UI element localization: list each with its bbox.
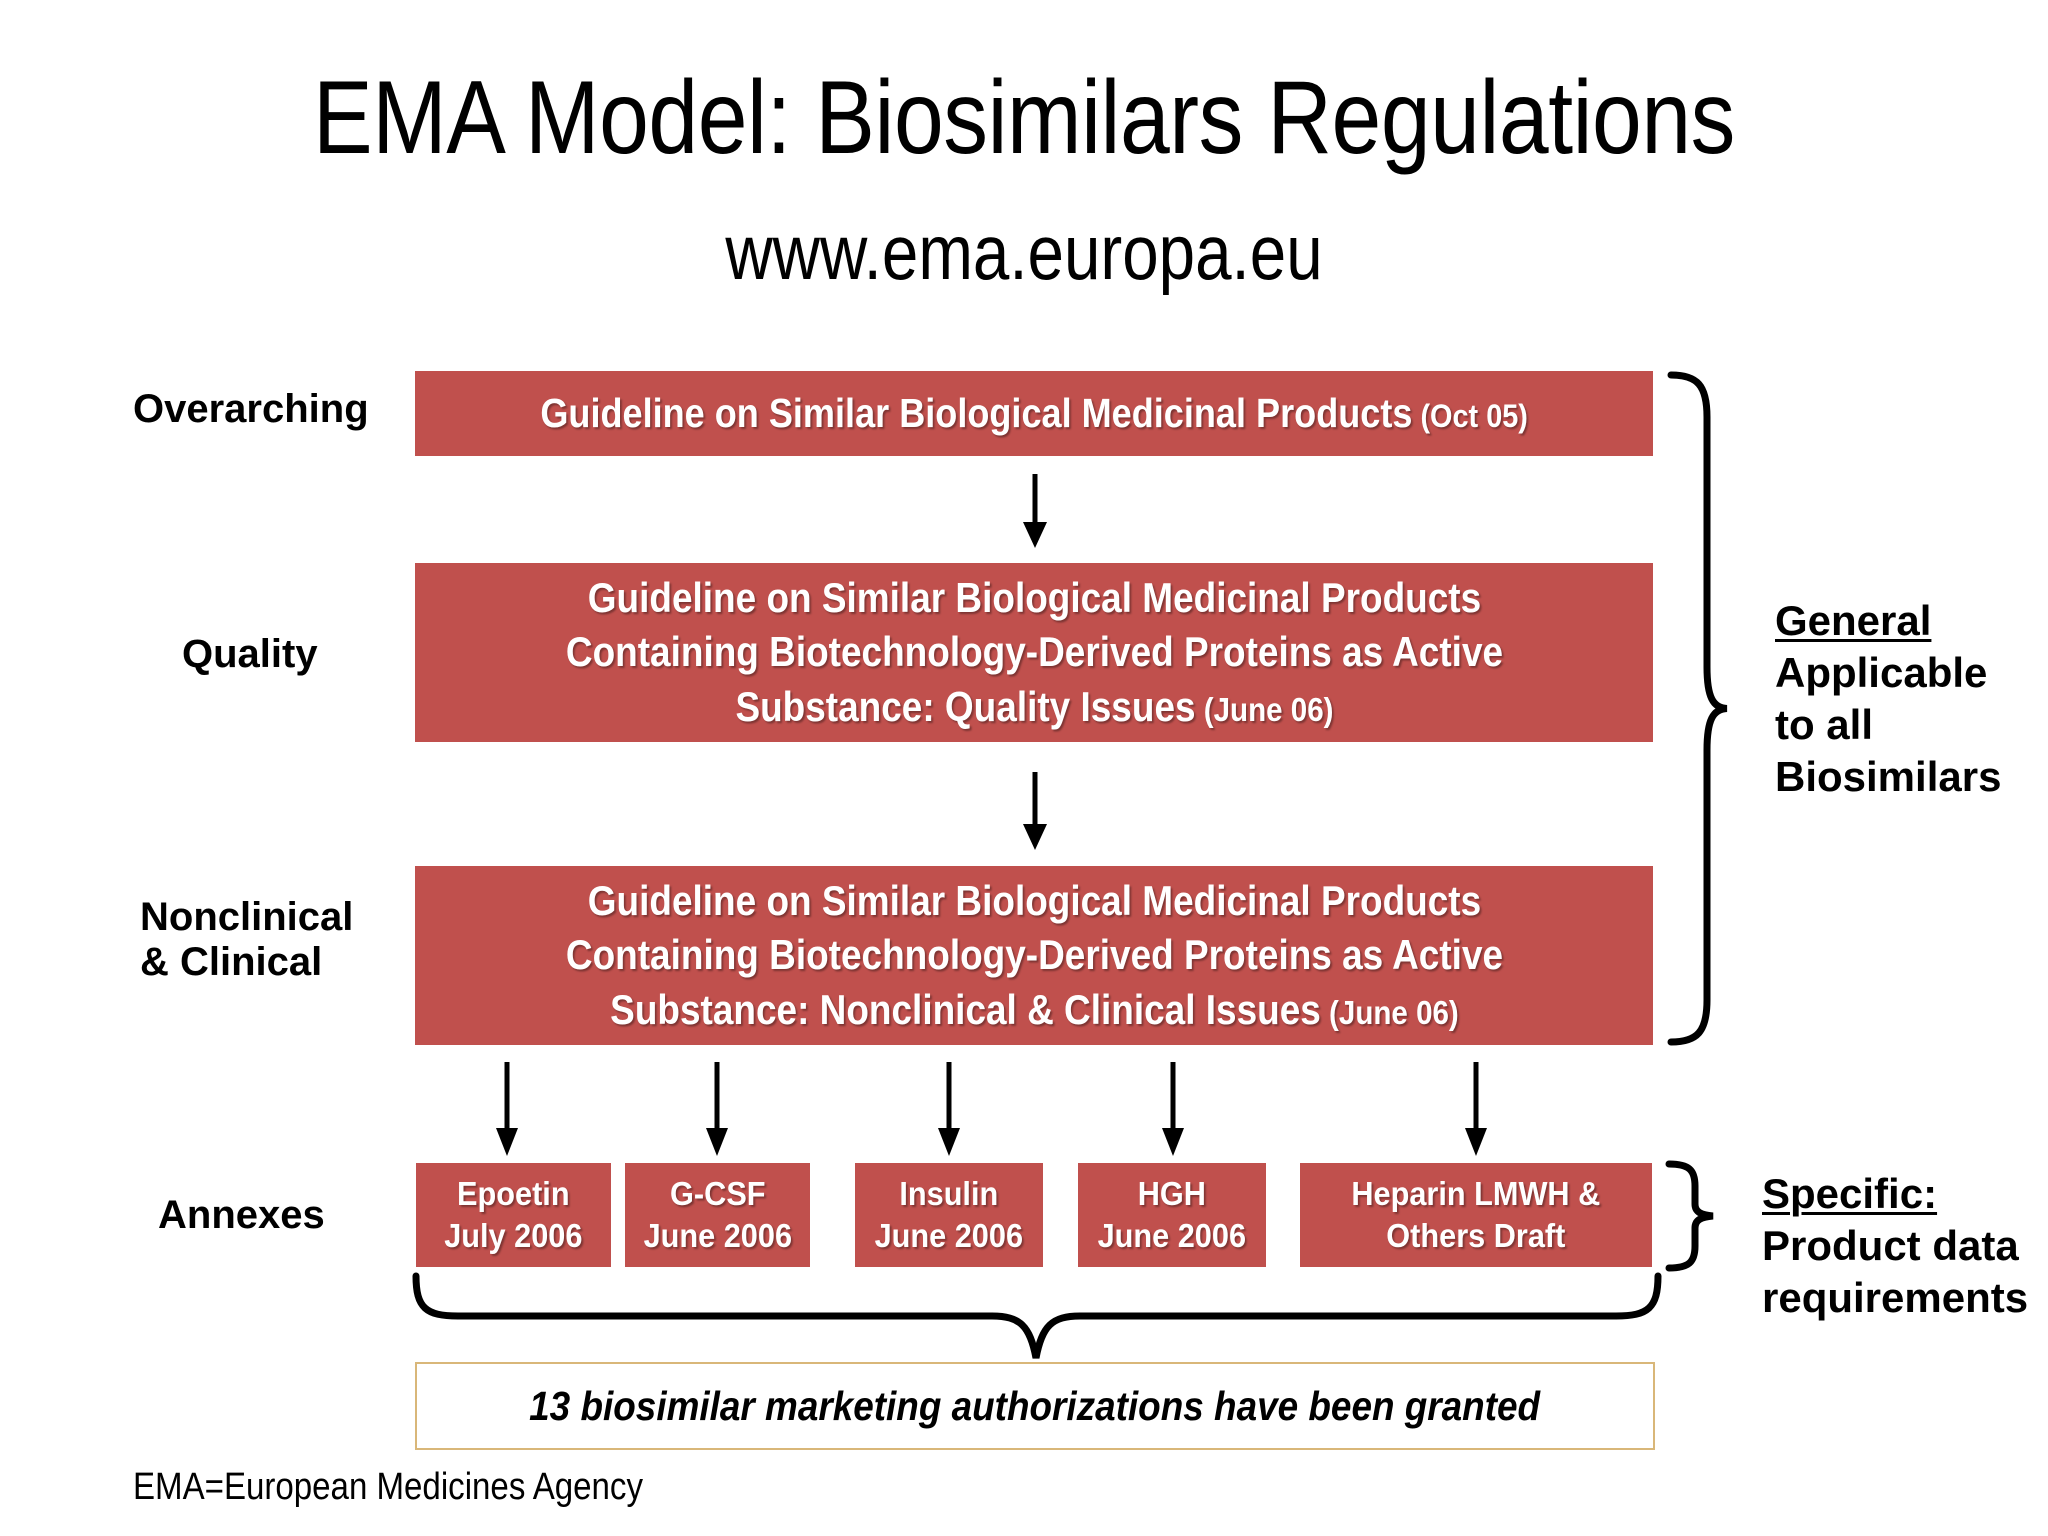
nonclinical-date: (June 06) [1320,994,1459,1032]
guideline-box-quality[interactable]: Guideline on Similar Biological Medicina… [415,563,1653,742]
right-curly-brace-icon-specific [1663,1160,1719,1272]
overarching-line1: Guideline on Similar Biological Medicina… [540,389,1413,436]
guideline-box-nonclinical-text: Guideline on Similar Biological Medicina… [565,874,1502,1038]
annotation-general: General Applicable to all Biosimilars [1775,595,2001,803]
down-arrow-icon-overarching-to-quality [1017,474,1053,550]
quality-line2: Containing Biotechnology-Derived Protein… [565,628,1503,676]
down-arrow-icon-quality-to-nonclinical [1017,772,1053,852]
guideline-box-overarching[interactable]: Guideline on Similar Biological Medicina… [415,371,1653,456]
quality-line3-wrap: Substance: Quality Issues (June 06) [565,680,1502,735]
nonclinical-line3: Substance: Nonclinical & Clinical Issues [609,985,1321,1033]
annex-box-gcsf-text: G-CSF June 2006 [643,1173,791,1256]
quality-line3: Substance: Quality Issues [734,682,1196,730]
guideline-box-nonclinical-clinical[interactable]: Guideline on Similar Biological Medicina… [415,866,1653,1045]
right-curly-brace-icon-general [1663,371,1733,1046]
down-arrow-icon-annex-heparin [1459,1062,1493,1158]
annotation-specific-heading: Specific: [1762,1168,2028,1220]
annex-box-hgh-text: HGH June 2006 [1098,1173,1246,1256]
row-label-annexes: Annexes [158,1193,325,1237]
row-label-nonclinical-line1: Nonclinical [140,895,354,939]
down-arrow-icon-annex-hgh [1156,1062,1190,1158]
annex-box-insulin[interactable]: Insulin June 2006 [855,1163,1043,1267]
down-arrow-icon-annex-insulin [932,1062,966,1158]
row-label-quality: Quality [182,632,318,676]
annotation-specific-line1: Product data [1762,1222,2019,1270]
annex-box-hgh[interactable]: HGH June 2006 [1078,1163,1266,1267]
annotation-general-heading-text: General [1775,597,1932,644]
footnote-abbreviation: EMA=European Medicines Agency [133,1466,643,1508]
page-subtitle-url: www.ema.europa.eu [725,208,1323,296]
annex-box-gcsf[interactable]: G-CSF June 2006 [625,1163,810,1267]
annex-hgh-name: HGH [1137,1175,1207,1213]
annex-box-heparin[interactable]: Heparin LMWH & Others Draft [1300,1163,1652,1267]
row-label-nonclinical-line2: & Clinical [140,939,323,984]
annex-heparin-date: Others Draft [1386,1217,1566,1254]
annotation-specific-heading-text: Specific: [1762,1170,1938,1217]
nonclinical-line1: Guideline on Similar Biological Medicina… [587,876,1481,924]
annex-heparin-name: Heparin LMWH & [1351,1175,1601,1213]
annex-gcsf-date: June 2006 [643,1217,792,1254]
quality-line1: Guideline on Similar Biological Medicina… [587,573,1481,621]
down-arrow-icon-annex-epoetin [490,1062,524,1158]
row-label-nonclinical-clinical: Nonclinical & Clinical [140,895,353,985]
annex-hgh-date: June 2006 [1097,1217,1247,1254]
annex-epoetin-date: July 2006 [444,1217,583,1254]
annotation-specific-line2: requirements [1762,1274,2029,1322]
annex-insulin-name: Insulin [899,1175,999,1213]
annex-box-epoetin[interactable]: Epoetin July 2006 [416,1163,611,1267]
quality-date: (June 06) [1195,691,1334,729]
down-curly-brace-icon-annexes-summary [412,1272,1662,1364]
annotation-general-line2: to all [1775,701,1874,749]
page-title: EMA Model: Biosimilars Regulations [313,60,1735,176]
summary-callout-text: 13 biosimilar marketing authorizations h… [529,1382,1541,1429]
annotation-specific: Specific: Product data requirements [1762,1168,2028,1324]
annex-box-insulin-text: Insulin June 2006 [875,1173,1023,1256]
nonclinical-line3-wrap: Substance: Nonclinical & Clinical Issues… [565,983,1502,1038]
annex-epoetin-name: Epoetin [457,1175,570,1213]
guideline-box-quality-text: Guideline on Similar Biological Medicina… [565,571,1502,735]
annotation-general-heading: General [1775,595,2001,647]
annex-gcsf-name: G-CSF [669,1175,766,1213]
annex-box-epoetin-text: Epoetin July 2006 [444,1173,582,1256]
summary-callout-box[interactable]: 13 biosimilar marketing authorizations h… [415,1362,1655,1450]
annex-box-heparin-text: Heparin LMWH & Others Draft [1352,1173,1601,1256]
annotation-general-line1: Applicable [1775,649,1988,697]
down-arrow-icon-annex-gcsf [700,1062,734,1158]
annotation-general-line3: Biosimilars [1775,753,2002,801]
row-label-overarching: Overarching [133,387,369,431]
nonclinical-line2: Containing Biotechnology-Derived Protein… [565,931,1503,979]
annex-insulin-date: June 2006 [874,1217,1024,1254]
overarching-date: (Oct 05) [1412,396,1528,434]
guideline-box-overarching-text: Guideline on Similar Biological Medicina… [540,387,1528,440]
